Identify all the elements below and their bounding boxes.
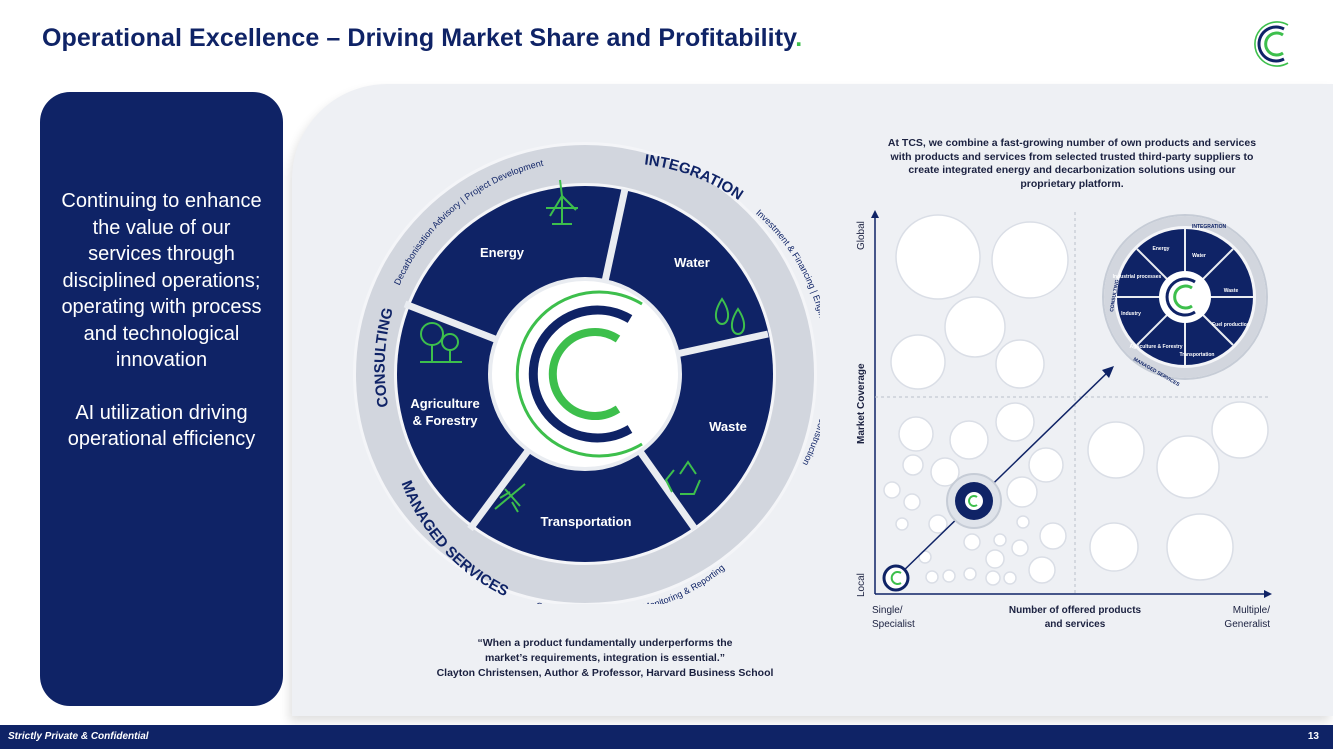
segment-label-transportation: Transportation [540, 514, 631, 529]
y-axis-title: Market Coverage [856, 363, 867, 444]
matrix-intro-text: At TCS, we combine a fast-growing number… [887, 137, 1257, 190]
quote-attribution: Clayton Christensen, Author & Professor,… [436, 667, 774, 679]
mini-segment-agriculture: Agriculture & Forestry [1129, 344, 1182, 350]
market-coverage-matrix: Energy Water Waste Fuel production Trans… [856, 210, 1272, 630]
brand-logo-icon [1254, 21, 1289, 67]
recycle-icon [664, 460, 701, 495]
x-left-label-2: Specialist [872, 619, 915, 630]
mini-segment-transportation: Transportation [1179, 352, 1214, 358]
y-bottom-label: Local [856, 573, 867, 597]
x-left-label-1: Single/ [872, 605, 903, 616]
confidentiality-notice: Strictly Private & Confidential [8, 731, 149, 742]
outer-ring [356, 145, 814, 603]
medium-wheel-bubble-icon [946, 473, 1002, 529]
service-wheel: Energy Water Waste Transportation Agricu… [353, 142, 820, 604]
segment-label-agriculture-2: & Forestry [412, 413, 478, 428]
footer-bar: Strictly Private & Confidential 13 [0, 725, 1333, 749]
mini-segment-industrial-processes: Industrial processes [1113, 274, 1162, 280]
page-title: Operational Excellence – Driving Market … [42, 24, 802, 53]
water-drops-icon [715, 297, 745, 336]
x-axis-title-2: and services [1045, 619, 1106, 630]
x-axis-title-1: Number of offered products [1009, 605, 1142, 616]
mini-segment-waste: Waste [1224, 288, 1239, 294]
mini-segment-industry: Industry [1121, 311, 1141, 317]
title-dot: . [795, 24, 803, 52]
quote-line-2: market’s requirements, integration is es… [484, 652, 726, 664]
segment-label-waste: Waste [709, 419, 747, 434]
segment-label-water: Water [674, 255, 710, 270]
quote-line-1: “When a product fundamentally underperfo… [477, 637, 733, 649]
wind-turbine-icon [546, 179, 578, 225]
mini-ring-consulting: CONSULTING [1109, 279, 1121, 312]
growth-arrow-head-icon [1102, 366, 1114, 378]
small-logo-bubble-icon [882, 564, 910, 592]
y-top-label: Global [856, 221, 867, 250]
center-hub [488, 277, 682, 471]
airplane-icon [494, 483, 526, 513]
value-statement-2: AI utilization driving operational effic… [67, 401, 256, 451]
segment-label-agriculture-1: Agriculture [410, 396, 479, 411]
trees-icon [420, 322, 462, 363]
x-right-label-1: Multiple/ [1233, 605, 1270, 616]
mini-platform-wheel: Energy Water Waste Fuel production Trans… [1102, 214, 1268, 388]
quote-block: “When a product fundamentally underperfo… [400, 636, 810, 681]
page-number: 13 [1307, 731, 1319, 742]
x-axis-arrow-icon [1264, 590, 1272, 598]
center-logo-icon [515, 290, 643, 458]
x-right-label-2: Generalist [1224, 619, 1270, 630]
growth-arrow-line [896, 369, 1111, 578]
segment-label-energy: Energy [480, 245, 525, 260]
mini-segment-fuel: Fuel production [1212, 322, 1250, 328]
value-statement-1: Continuing to enhance the value of our s… [61, 190, 262, 371]
y-axis-arrow-icon [871, 210, 879, 218]
title-text: Operational Excellence – Driving Market … [42, 24, 796, 52]
value-statement-card: Continuing to enhance the value of our s… [40, 92, 283, 706]
mini-ring-integration: INTEGRATION [1192, 224, 1226, 230]
mini-segment-energy: Energy [1153, 246, 1170, 252]
mini-segment-water: Water [1192, 253, 1206, 259]
